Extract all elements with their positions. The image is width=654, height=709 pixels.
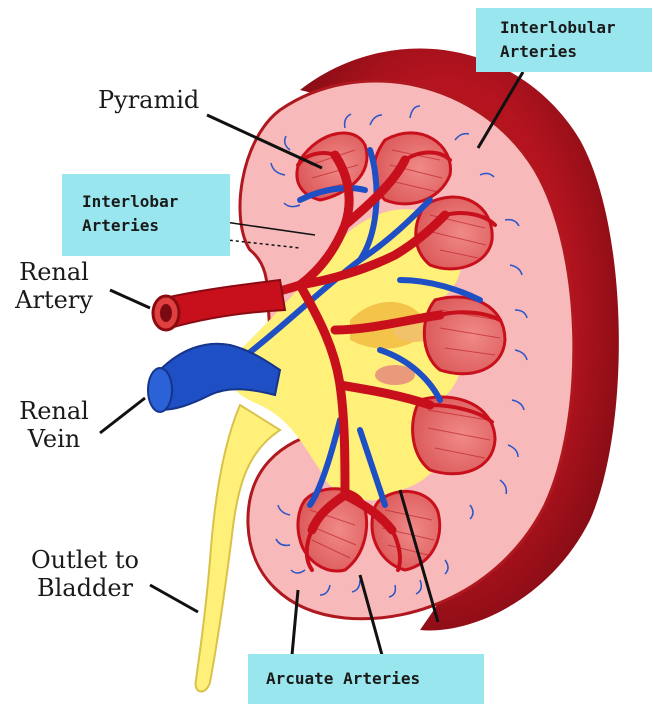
label-renal-artery: Renal Artery	[6, 258, 102, 314]
label-renal-artery-line1: Renal	[6, 258, 102, 286]
label-interlobular-line1: Interlobular	[500, 16, 652, 40]
label-outlet-line1: Outlet to	[20, 546, 150, 574]
renal-vein-opening	[148, 368, 172, 412]
label-renal-artery-line2: Artery	[6, 286, 102, 314]
label-interlobular-line2: Arteries	[500, 40, 652, 64]
renal-artery	[165, 280, 285, 328]
label-arcuate-arteries: Arcuate Arteries	[248, 654, 484, 704]
label-interlobar-line1: Interlobar	[82, 190, 230, 214]
label-interlobular-arteries: Interlobular Arteries	[476, 8, 652, 72]
label-renal-vein-line2: Vein	[12, 425, 96, 453]
label-renal-vein: Renal Vein	[12, 397, 96, 453]
label-pyramid: Pyramid	[98, 86, 199, 114]
label-renal-vein-line1: Renal	[12, 397, 96, 425]
label-interlobar-line2: Arteries	[82, 214, 230, 238]
label-interlobar-arteries: Interlobar Arteries	[62, 174, 230, 256]
label-outlet-to-bladder: Outlet to Bladder	[20, 546, 150, 602]
label-outlet-line2: Bladder	[20, 574, 150, 602]
